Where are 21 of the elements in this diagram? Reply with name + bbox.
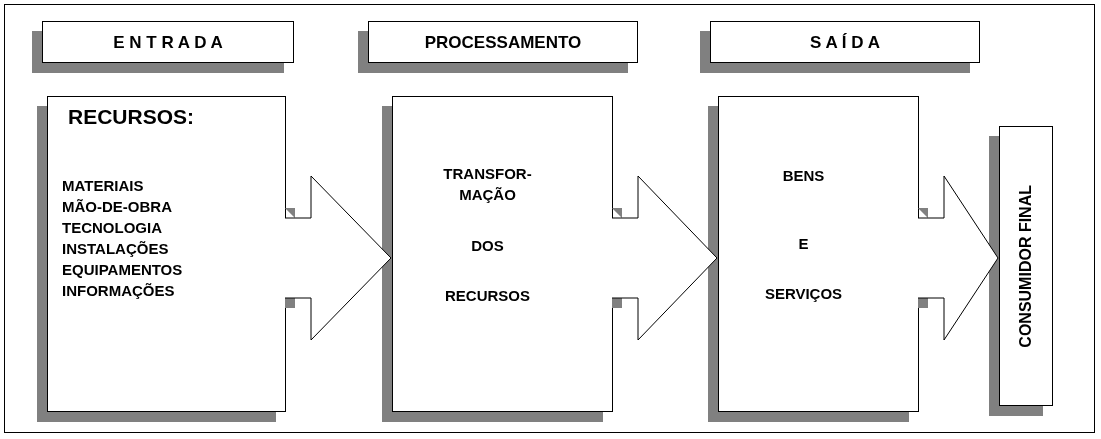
block-arrow [611, 175, 718, 341]
vertical-label: CONSUMIDOR FINAL [1017, 184, 1035, 348]
box-text: SERVIÇOS [763, 285, 844, 303]
header-label: PROCESSAMENTO [423, 33, 583, 53]
box-text: DOS [470, 237, 505, 255]
header-label: S A Í D A [809, 33, 881, 53]
list-item: MATERIAIS [61, 177, 145, 195]
list-item: TECNOLOGIA [61, 219, 163, 237]
list-item: INFORMAÇÕES [61, 282, 176, 300]
heading: RECURSOS: [67, 105, 195, 130]
list-item: MÃO-DE-OBRA [61, 198, 173, 216]
box-text: TRANSFOR- [442, 165, 533, 183]
list-item: EQUIPAMENTOS [61, 261, 184, 279]
box-text: RECURSOS [444, 287, 531, 305]
list-item: INSTALAÇÕES [61, 240, 170, 258]
box-text: E [797, 235, 810, 253]
header-label: E N T R A D A [112, 33, 224, 53]
block-arrow [917, 175, 999, 341]
box-text: MAÇÃO [458, 186, 517, 204]
block-arrow [284, 175, 392, 341]
box-text: BENS [781, 167, 826, 185]
